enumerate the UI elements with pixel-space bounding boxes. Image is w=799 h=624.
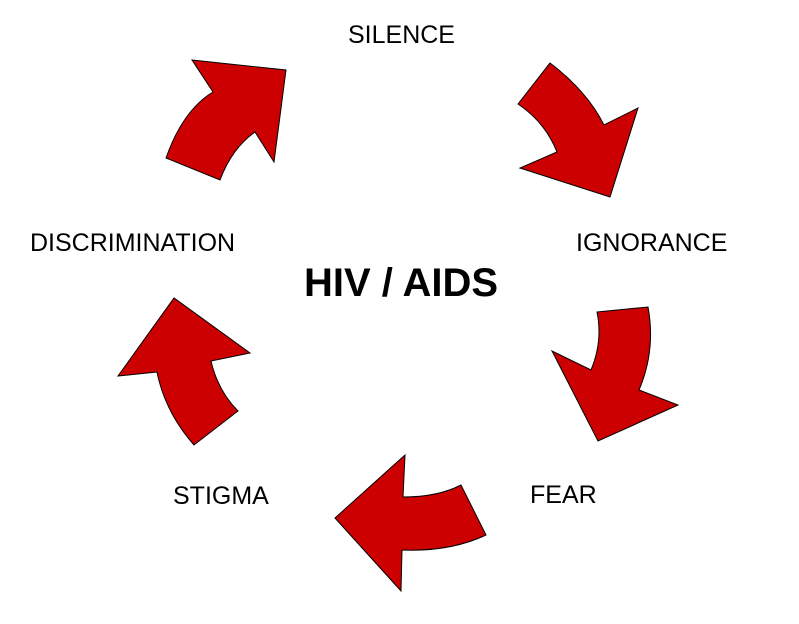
arrow-stigma-to-discrimination (116, 297, 252, 446)
arrow-silence-to-ignorance (517, 62, 639, 198)
center-title: HIV / AIDS (304, 261, 499, 305)
arrow-ignorance-to-fear (550, 306, 680, 442)
label-stigma: STIGMA (173, 482, 269, 510)
label-ignorance: IGNORANCE (576, 229, 728, 257)
arrow-discrimination-to-silence (165, 59, 287, 181)
label-discrimination: DISCRIMINATION (30, 229, 236, 257)
label-fear: FEAR (530, 481, 597, 509)
label-silence: SILENCE (348, 21, 455, 49)
arrow-fear-to-stigma (334, 453, 487, 593)
